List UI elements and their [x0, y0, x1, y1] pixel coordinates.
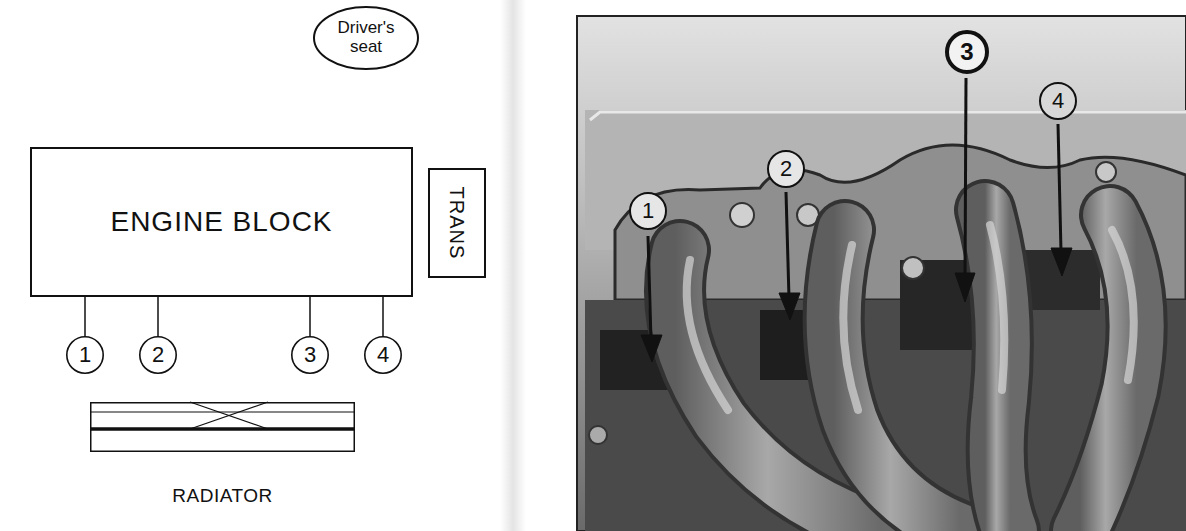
callout-number-text: 1	[642, 199, 654, 223]
callout-number-text: 4	[1052, 89, 1064, 113]
callout-number: 2	[767, 150, 805, 188]
callout-number: 3	[945, 30, 989, 74]
callout-number-text: 3	[960, 39, 973, 65]
callout-number: 4	[364, 336, 402, 374]
callout-number: 1	[66, 336, 104, 374]
node-label: RADIATOR	[90, 486, 355, 507]
trans-box: TRANS	[428, 168, 486, 278]
callout-number: 4	[1039, 82, 1077, 120]
node-label: TRANS	[446, 187, 468, 260]
callout-number: 1	[629, 192, 667, 230]
leader-line	[310, 297, 311, 336]
node-label: Driver's seat	[326, 19, 406, 56]
callout-number-text: 3	[304, 343, 316, 367]
callout-number-text: 2	[780, 157, 792, 181]
callout-number: 3	[291, 336, 329, 374]
callout-arrow	[641, 78, 1072, 362]
engine-block-box: ENGINE BLOCK	[30, 147, 413, 297]
node-label: ENGINE BLOCK	[110, 207, 332, 238]
callout-number-text: 4	[377, 343, 389, 367]
leader-line	[85, 297, 86, 336]
radiator-box: RADIATOR	[90, 402, 355, 452]
radiator-outline	[90, 402, 355, 452]
seat-ellipse: Driver's seat	[313, 6, 419, 70]
callout-number-text: 1	[79, 343, 91, 367]
leader-line	[158, 297, 159, 336]
callout-number-text: 2	[152, 343, 164, 367]
leader-line	[383, 297, 384, 336]
callout-number: 2	[139, 336, 177, 374]
